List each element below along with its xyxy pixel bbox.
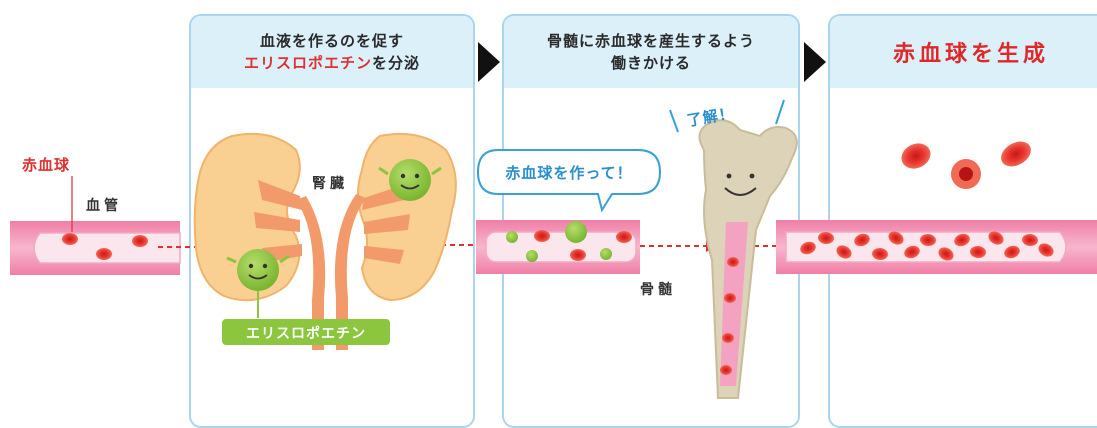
red-blood-cell	[1004, 245, 1020, 259]
red-blood-cell	[954, 233, 970, 247]
red-blood-cell-cluster	[800, 231, 1054, 261]
red-blood-cell	[904, 245, 920, 259]
red-blood-cell	[96, 248, 112, 260]
free-red-blood-cells	[901, 141, 1031, 189]
panel-bone-marrow-line1: 骨髄に赤血球を産生するよう	[546, 32, 755, 50]
red-blood-cell	[872, 247, 888, 261]
label-bone-marrow: 骨髄	[640, 281, 676, 298]
red-blood-cell	[616, 231, 632, 243]
epo-small	[506, 231, 518, 243]
panel-red-cells-title: 赤血球を生成	[892, 42, 1049, 67]
red-blood-cell	[720, 365, 732, 375]
label-erythropoietin: エリスロポエチン	[246, 325, 366, 342]
blood-vessel-1	[10, 221, 181, 275]
red-blood-cell	[800, 241, 816, 255]
red-blood-cell	[970, 245, 986, 259]
red-blood-cell	[727, 257, 739, 267]
panel-kidney-line2: エリスロポエチンを分泌	[244, 52, 420, 74]
epo-character	[378, 159, 442, 201]
request-speech-text: 赤血球を作って！	[505, 164, 632, 182]
epo-small	[526, 250, 538, 262]
panel-kidney-line1: 血液を作るのを促す	[259, 32, 404, 50]
panel-bone-marrow-line2: 働きかける	[610, 54, 691, 72]
red-blood-cell	[534, 230, 550, 242]
red-blood-cell	[1001, 141, 1031, 167]
red-blood-cell	[854, 233, 870, 247]
epo-small	[565, 221, 587, 243]
epo-label-box	[222, 319, 390, 345]
red-blood-cell	[920, 233, 936, 247]
red-blood-cell	[724, 293, 736, 303]
red-blood-cell	[818, 231, 834, 245]
red-blood-cell	[938, 247, 954, 261]
blood-vessel-3	[776, 220, 1097, 274]
red-blood-cell	[132, 235, 148, 247]
step-arrow-2	[804, 42, 826, 82]
panel-kidney-epo-highlight: エリスロポエチン	[243, 54, 372, 72]
red-blood-cell	[836, 245, 852, 259]
red-blood-cell	[1038, 243, 1054, 257]
red-blood-cell	[62, 233, 78, 245]
label-blood-vessel: 血管	[86, 197, 122, 214]
step-arrow-1	[478, 42, 500, 82]
label-kidney: 腎臓	[312, 175, 348, 192]
panel-red-cells-header: 赤血球を生成	[830, 16, 1097, 88]
label-red-blood-cell: 赤血球	[22, 156, 70, 174]
panel-kidney-line2-rest: を分泌	[372, 54, 421, 72]
red-blood-cell	[988, 231, 1004, 245]
request-speech-bubble	[476, 149, 662, 213]
red-blood-cell	[1022, 233, 1038, 247]
red-blood-cell	[901, 143, 931, 169]
red-blood-cell	[888, 231, 904, 245]
flow-arrow-3	[640, 240, 717, 252]
blood-vessel-2	[476, 220, 640, 274]
epo-character	[226, 249, 290, 318]
panel-bone-marrow-header: 骨髄に赤血球を産生するよう 働きかける	[504, 16, 798, 88]
red-blood-cell	[570, 249, 586, 261]
panel-kidney-header: 血液を作るのを促す エリスロポエチンを分泌	[191, 16, 473, 88]
illustration: 赤血球 血管 腎臓 エリスロポエチン 赤血球を作って！ 了解！ 骨髄	[10, 99, 1097, 399]
epo-small	[600, 248, 612, 260]
diagram-canvas: 血液を作るのを促す エリスロポエチンを分泌 骨髄に赤血球を産生するよう 働きかけ…	[10, 14, 1097, 428]
bone-illustration	[669, 99, 798, 399]
red-blood-cell	[722, 333, 734, 343]
